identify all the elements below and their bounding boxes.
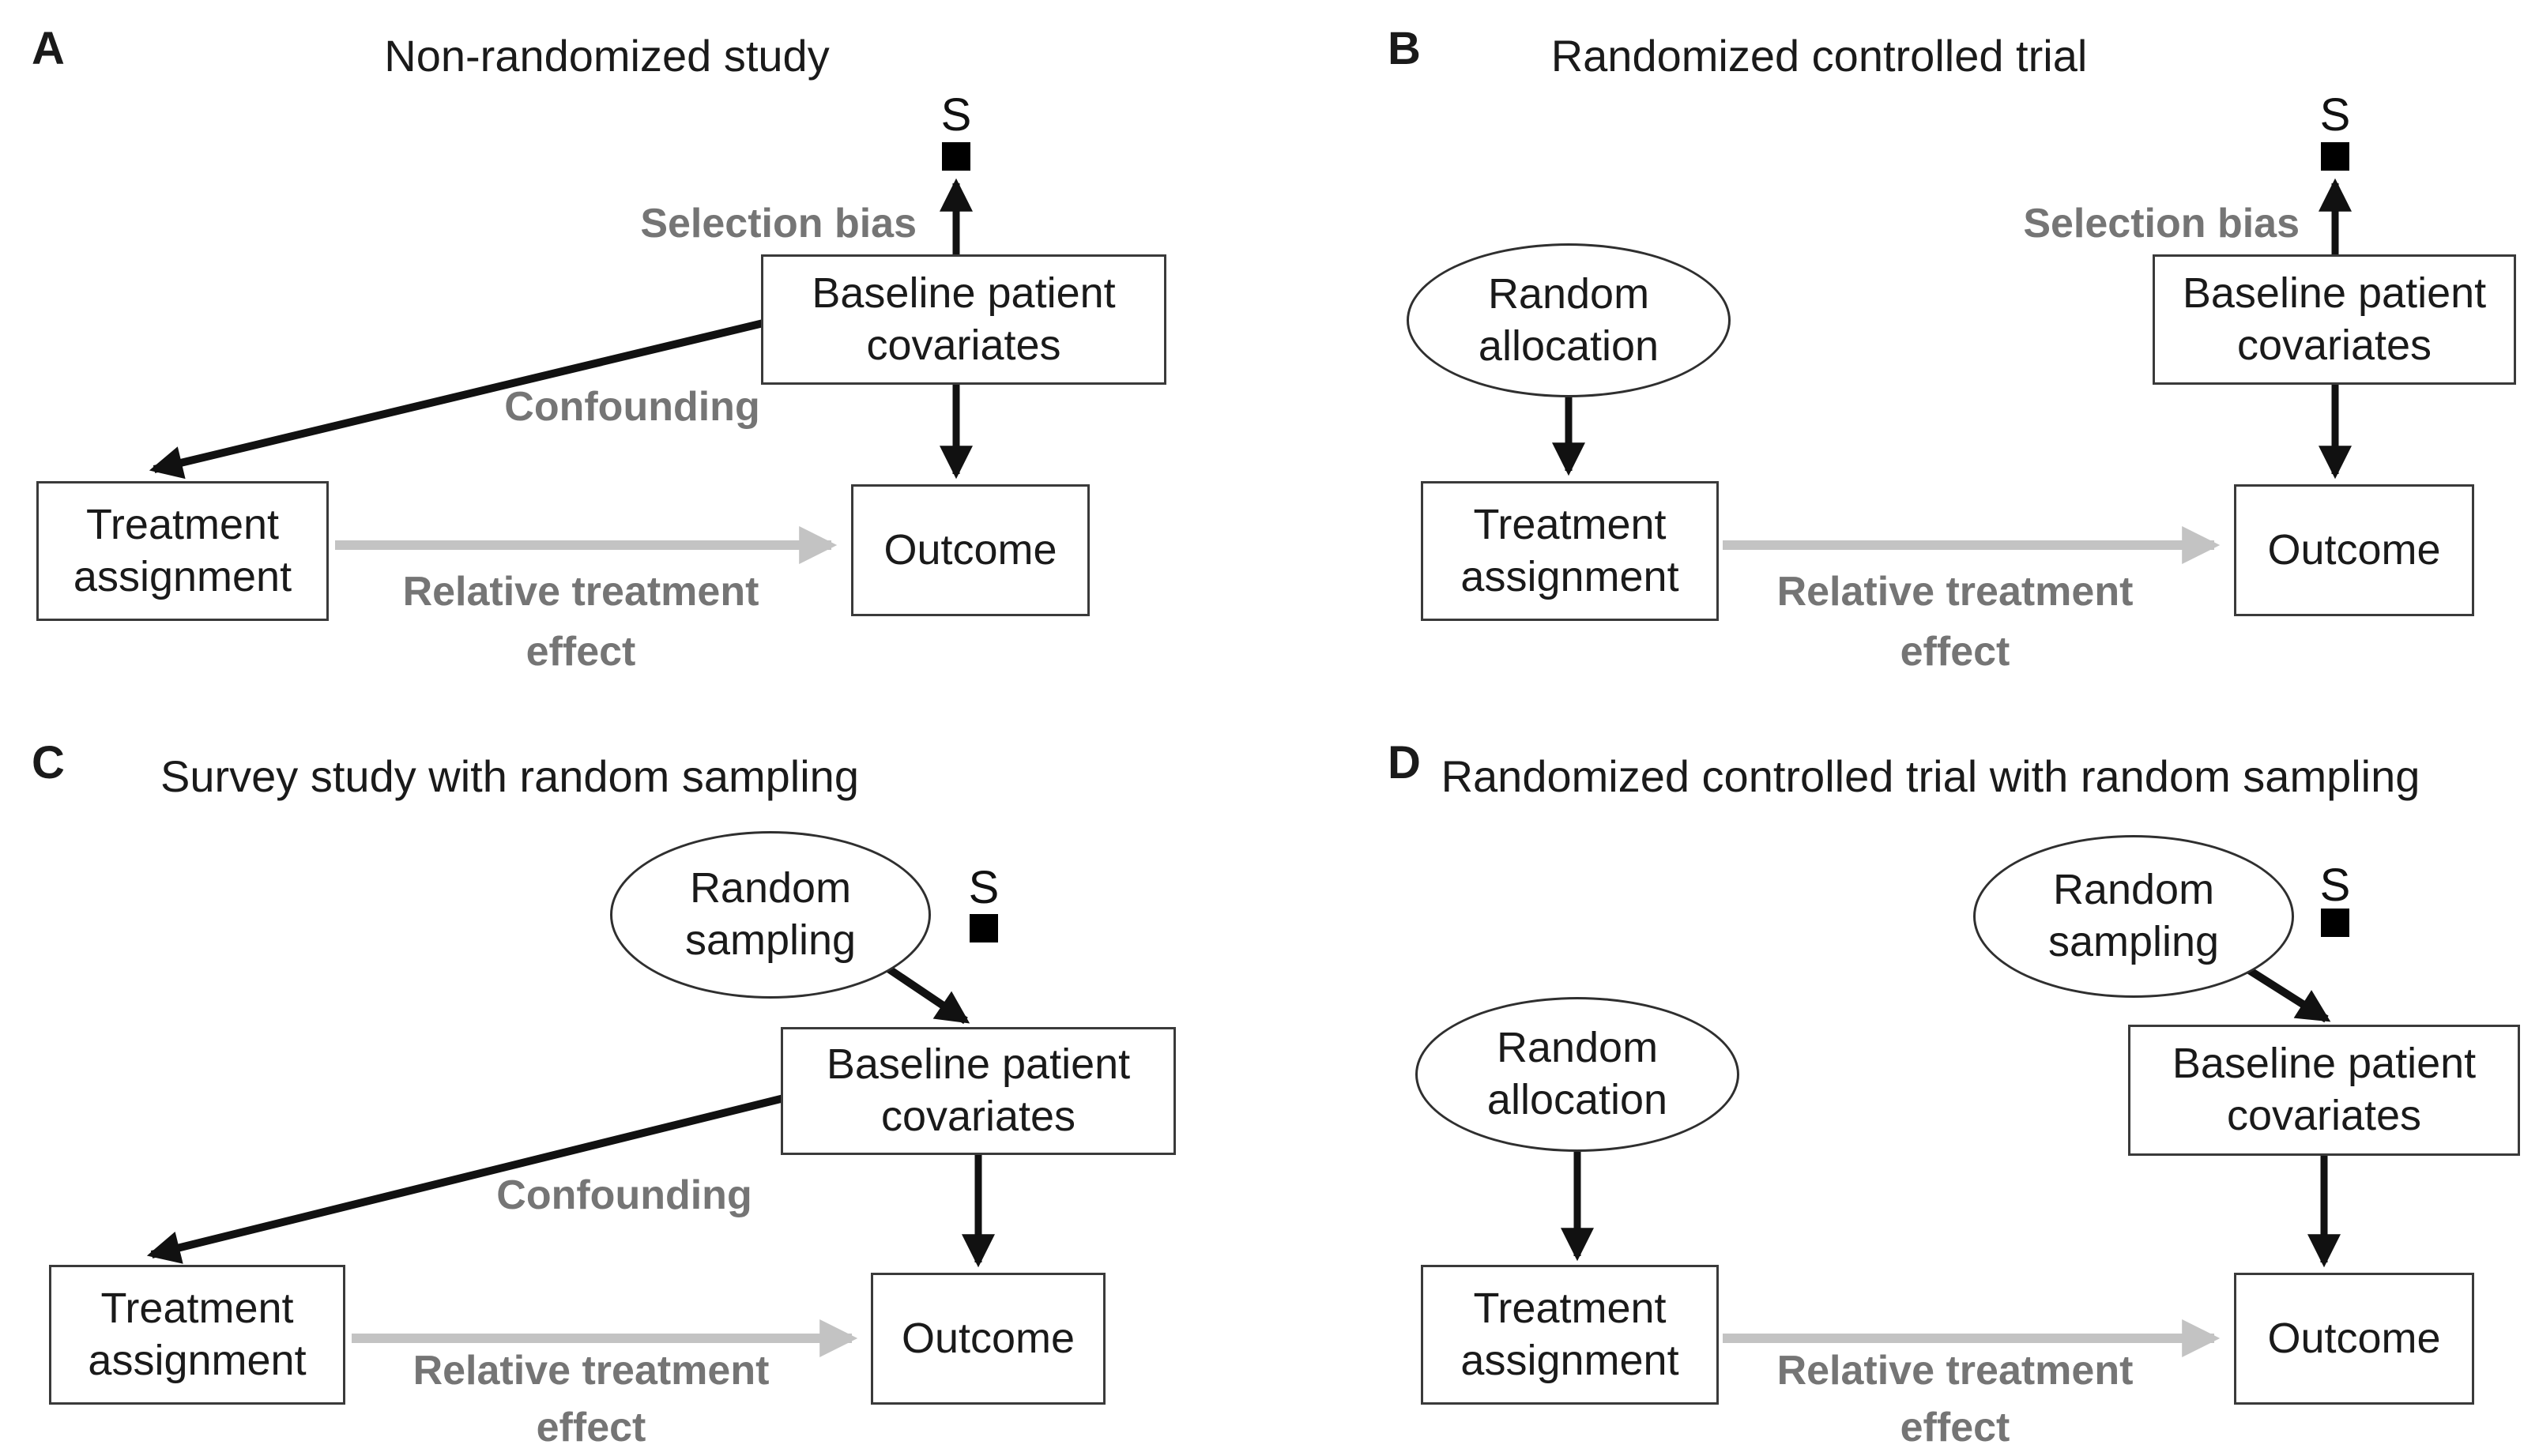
panel-d-selection-node-label: S	[2319, 860, 2351, 911]
panel-a-relative-effect-label: Relative treatment effect	[402, 569, 759, 675]
panel-d-random-allocation-ellipse: Random allocation	[1415, 997, 1739, 1152]
panel-c-selection-node-label: S	[968, 862, 1000, 913]
panel-c-selection-node-square	[970, 914, 998, 942]
panel-c-outcome-box: Outcome	[871, 1273, 1106, 1405]
panel-d-selection-node-square	[2321, 909, 2349, 937]
a-arrow-confounding	[149, 318, 768, 480]
panel-a-title: Non-randomized study	[384, 31, 830, 81]
panel-a-selection-node-label: S	[940, 89, 972, 141]
panel-b-relative-effect-label: Relative treatment effect	[1776, 569, 2134, 675]
panel-b-random-allocation-ellipse: Random allocation	[1407, 243, 1731, 397]
panel-c-baseline-box: Baseline patient covariates	[781, 1027, 1176, 1155]
panel-a-confounding-label: Confounding	[504, 384, 760, 430]
panel-d-title: Randomized controlled trial with random …	[1441, 751, 2420, 801]
panel-c-relative-effect-label: Relative treatment effect	[412, 1348, 770, 1450]
panel-d-treatment-box: Treatment assignment	[1421, 1265, 1719, 1405]
panel-b-title: Randomized controlled trial	[1550, 31, 2088, 81]
panel-c-treatment-box: Treatment assignment	[49, 1265, 345, 1405]
panel-a-outcome-box: Outcome	[851, 484, 1090, 616]
panel-b-selection-bias-label: Selection bias	[2023, 201, 2300, 246]
panel-b-letter: B	[1388, 23, 1421, 74]
panel-d-outcome-box: Outcome	[2234, 1273, 2474, 1405]
panel-d-random-sampling-ellipse: Random sampling	[1973, 835, 2294, 998]
panel-a-treatment-box: Treatment assignment	[36, 481, 329, 621]
panel-a-baseline-box: Baseline patient covariates	[761, 254, 1166, 385]
panel-a-selection-node-square	[942, 142, 970, 171]
c-arrow-confounding	[146, 1094, 785, 1264]
panel-b-outcome-box: Outcome	[2234, 484, 2474, 616]
panel-c-confounding-label: Confounding	[496, 1172, 752, 1218]
panel-a-letter: A	[32, 23, 65, 74]
panel-b-selection-node-square	[2321, 142, 2349, 171]
panel-a-selection-bias-label: Selection bias	[640, 201, 917, 246]
panel-c-letter: C	[32, 737, 65, 788]
panel-c-title: Survey study with random sampling	[160, 751, 859, 801]
panel-d-baseline-box: Baseline patient covariates	[2128, 1025, 2520, 1156]
panel-b-selection-node-label: S	[2319, 89, 2351, 141]
panel-b-baseline-box: Baseline patient covariates	[2153, 254, 2516, 385]
d-arrow-sampling-to-baseline	[2244, 965, 2331, 1023]
c-arrow-sampling-to-baseline	[881, 961, 970, 1025]
panel-c-random-sampling-ellipse: Random sampling	[610, 831, 931, 999]
panel-d-relative-effect-label: Relative treatment effect	[1776, 1348, 2134, 1450]
panel-d-letter: D	[1388, 737, 1421, 788]
panel-b-treatment-box: Treatment assignment	[1421, 481, 1719, 621]
